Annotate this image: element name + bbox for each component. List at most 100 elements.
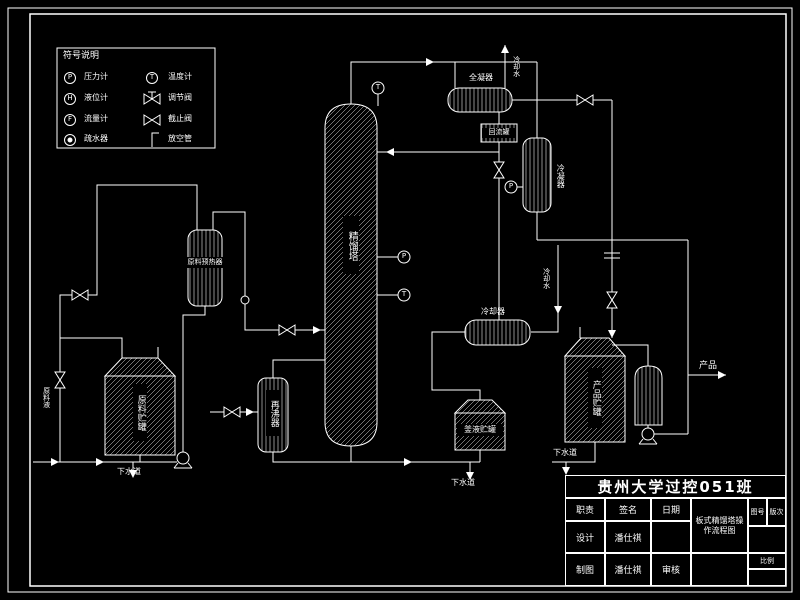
arrow-icon <box>554 306 562 314</box>
inner-border <box>29 13 787 587</box>
label-bottoms-tank: 釜液贮罐 <box>464 424 496 434</box>
instrument-tag-pressure: P <box>401 251 407 260</box>
stream-cooling-water-top: 冷却水 <box>512 55 521 77</box>
legend-title: 符号说明 <box>63 51 100 62</box>
bottoms-tank-label-band <box>457 424 503 436</box>
stream-product: 产品 <box>698 360 717 371</box>
titleblock-draft-label: 制图 <box>565 553 605 586</box>
vent-pipe-icon <box>151 132 159 147</box>
legend-label-control-valve: 调节阀 <box>168 93 192 103</box>
legend-label-flow-meter: 流量计 <box>84 114 108 124</box>
column-label-band <box>343 216 359 274</box>
label-top-condenser: 全凝器 <box>469 72 493 82</box>
valves <box>54 94 618 418</box>
instrument-tag-temp: T <box>401 289 407 298</box>
arrow-icon <box>51 458 59 466</box>
flange-icon <box>604 252 620 259</box>
legend-label-level-gauge: 液位计 <box>84 93 108 103</box>
legend-label-vent-pipe: 放空管 <box>168 134 192 144</box>
titleblock-design-name: 潘仕祺 <box>605 521 651 553</box>
day-tank-vessel <box>634 365 663 426</box>
label-reboiler: 再沸器 <box>266 390 280 436</box>
valve-icon <box>54 371 66 389</box>
arrow-icon <box>426 58 434 66</box>
titleblock-drawing-title: 板式精馏塔操作流程图 <box>691 498 748 553</box>
titleblock-scale: 比例 <box>748 553 786 569</box>
titleblock-scale-value <box>748 569 786 586</box>
preheater-vessel <box>187 229 223 307</box>
titleblock-draft-name: 潘仕祺 <box>605 553 651 586</box>
legend-sym-pressure: P <box>67 72 73 81</box>
reflux-drum-label-band <box>482 128 516 138</box>
legend-label-thermometer: 温度计 <box>168 72 192 82</box>
titleblock-review-label: 审核 <box>651 553 691 586</box>
arrow-icon <box>246 408 254 416</box>
label-preheater: 原料预热器 <box>181 257 229 268</box>
stream-sewer-left: 下水道 <box>117 467 141 477</box>
titleblock-design-label: 设计 <box>565 521 605 553</box>
top-condenser-vessel <box>447 87 513 113</box>
pumps <box>173 295 658 469</box>
pump-icon <box>638 427 658 445</box>
legend-label-pressure-gauge: 压力计 <box>84 72 108 82</box>
label-product-tank: 产品贮罐 <box>590 380 601 416</box>
flow-arrows <box>51 45 726 480</box>
stream-cooling-water-mid: 冷却水 <box>542 267 551 289</box>
legend-box <box>56 47 216 149</box>
legend-sym-flow: F <box>67 114 73 123</box>
instrument-bubbles <box>371 81 518 302</box>
label-feed-tank: 原料贮罐 <box>135 395 146 431</box>
arrow-icon <box>404 458 412 466</box>
cooler-vessel <box>464 319 531 346</box>
outer-border <box>7 7 793 593</box>
legend-label-steam-trap: 疏水器 <box>84 134 108 144</box>
arrow-icon <box>501 45 509 53</box>
valve-icon <box>278 324 296 336</box>
distillation-column-vessel <box>324 103 378 447</box>
titleblock-signature-header: 签名 <box>605 498 651 521</box>
titleblock-school: 贵州大学过控051班 <box>565 475 786 498</box>
titleblock-version: 版次 <box>767 498 786 526</box>
label-reflux-drum: 回流罐 <box>488 127 510 136</box>
valve-icon <box>606 291 618 309</box>
valve-icon <box>576 94 594 106</box>
arrow-icon <box>313 326 321 334</box>
titleblock-duty-header: 职责 <box>565 498 605 521</box>
legend-sym-level: H <box>67 93 73 102</box>
arrow-icon <box>386 148 394 156</box>
trap-icon <box>67 137 73 143</box>
instrument-circle <box>397 288 411 302</box>
control-valve-icon <box>143 91 161 105</box>
valve-icon <box>71 289 89 301</box>
stream-sewer-middle: 下水道 <box>451 478 475 488</box>
stream-feed: 原料液 <box>42 386 51 408</box>
stream-sewer-right: 下水道 <box>553 448 577 458</box>
side-condenser-vessel <box>522 137 552 213</box>
label-side-condenser: 冷凝器 <box>556 164 566 188</box>
pump-icon <box>173 451 193 469</box>
titleblock-fig-no: 图号 <box>748 498 767 526</box>
arrow-icon <box>129 470 137 478</box>
stop-valve-icon <box>143 114 161 126</box>
valve-icon <box>493 161 505 179</box>
label-column: 精馏塔 <box>346 230 358 261</box>
feed-tank-label-band <box>133 384 147 441</box>
instrument-circle <box>371 81 385 95</box>
orifice-icon <box>240 295 250 305</box>
titleblock-design-date <box>651 521 691 553</box>
arrow-icon <box>96 458 104 466</box>
product-tank-label-band <box>588 368 602 428</box>
arrow-icon <box>562 467 570 475</box>
arrow-icon <box>466 472 474 480</box>
legend-sym-temp: T <box>149 72 155 81</box>
titleblock-bottom-empty <box>691 553 748 586</box>
legend-label-stop-valve: 截止阀 <box>168 114 192 124</box>
instrument-circle <box>397 250 411 264</box>
valve-icon <box>223 406 241 418</box>
pipes <box>33 45 726 476</box>
titleblock-date-header: 日期 <box>651 498 691 521</box>
instrument-tag-top: T <box>375 82 381 91</box>
instrument-circle <box>504 180 518 194</box>
